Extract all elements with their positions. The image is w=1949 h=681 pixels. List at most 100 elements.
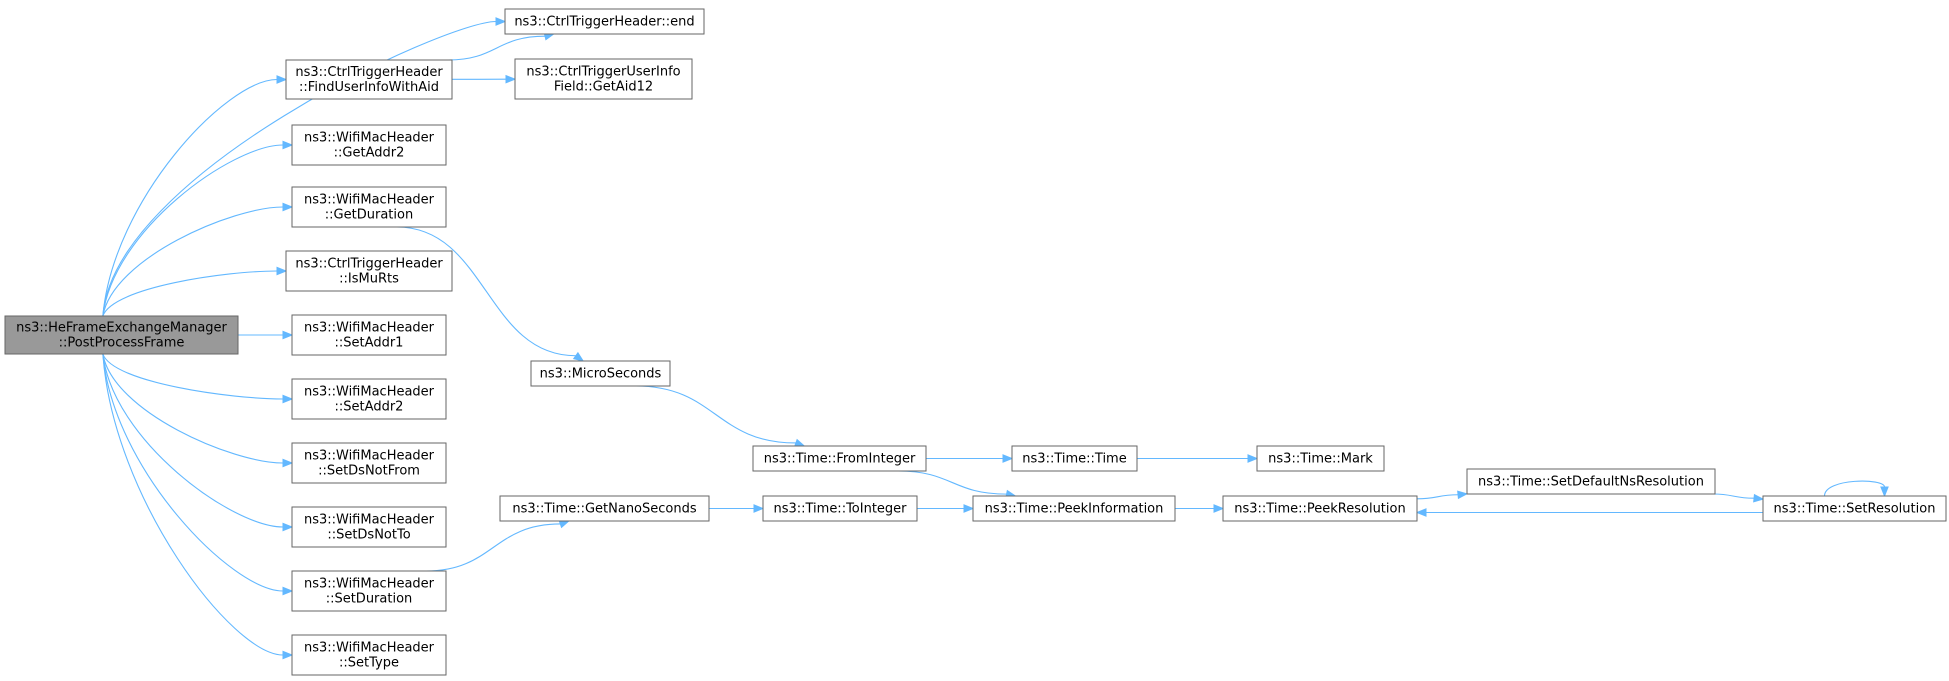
edge-root-to-set_type	[102, 353, 294, 660]
edge-root-to-set_duration	[102, 353, 294, 596]
node-set_addr2[interactable]: ns3::WifiMacHeader::SetAddr2	[291, 378, 447, 420]
node-box[interactable]	[291, 570, 447, 612]
edge-line	[102, 353, 284, 592]
edge-line	[102, 353, 284, 528]
node-label: ns3::CtrlTriggerHeader::end	[514, 15, 694, 30]
node-set_default_ns[interactable]: ns3::Time::SetDefaultNsResolution	[1466, 468, 1716, 495]
node-peek_information[interactable]: ns3::Time::PeekInformation	[972, 495, 1176, 522]
node-get_nanoseconds[interactable]: ns3::Time::GetNanoSeconds	[499, 495, 710, 522]
node-set_dsnotto[interactable]: ns3::WifiMacHeader::SetDsNotTo	[291, 506, 447, 548]
node-is_murts[interactable]: ns3::CtrlTriggerHeader::IsMuRts	[285, 250, 453, 292]
edge-set_resolution-to-peek_resolution	[1415, 508, 1763, 517]
node-box[interactable]	[530, 360, 671, 387]
node-box[interactable]	[1222, 495, 1418, 522]
node-box[interactable]	[972, 495, 1176, 522]
node-label: ns3::Time::Time	[1022, 452, 1126, 467]
edge-line	[1712, 493, 1755, 499]
node-box[interactable]	[1256, 445, 1385, 472]
node-label: ::SetDsNotFrom	[318, 464, 420, 479]
node-label: ns3::Time::SetResolution	[1774, 502, 1936, 517]
edge-get_nanoseconds-to-to_integer	[708, 504, 765, 513]
node-label: ns3::WifiMacHeader	[304, 577, 435, 592]
node-time_mark[interactable]: ns3::Time::Mark	[1256, 445, 1385, 472]
edge-line	[396, 226, 576, 357]
edge-set_default_ns-to-set_resolution	[1712, 493, 1765, 503]
node-label: ::SetAddr2	[335, 400, 404, 415]
node-label: ::SetAddr1	[335, 336, 404, 351]
node-ctrl_end[interactable]: ns3::CtrlTriggerHeader::end	[504, 8, 705, 35]
edge-arrowhead	[282, 330, 294, 340]
node-label: ns3::Time::PeekInformation	[985, 502, 1164, 517]
edge-line	[102, 353, 284, 400]
node-box[interactable]	[291, 378, 447, 420]
node-set_resolution[interactable]: ns3::Time::SetResolution	[1762, 495, 1947, 522]
node-label: ns3::WifiMacHeader	[304, 641, 435, 656]
node-box[interactable]	[291, 506, 447, 548]
node-label: ns3::MicroSeconds	[540, 367, 662, 382]
node-box[interactable]	[291, 634, 447, 676]
edge-line	[102, 206, 284, 317]
node-label: ns3::Time::ToInteger	[773, 502, 907, 517]
edge-root-to-set_addr1	[238, 330, 294, 340]
node-get_addr2[interactable]: ns3::WifiMacHeader::GetAddr2	[291, 124, 447, 166]
node-box[interactable]	[285, 250, 453, 292]
node-set_addr1[interactable]: ns3::WifiMacHeader::SetAddr1	[291, 314, 447, 356]
edge-from_integer-to-time_time	[926, 454, 1014, 463]
node-label: ns3::Time::SetDefaultNsResolution	[1478, 475, 1704, 490]
node-to_integer[interactable]: ns3::Time::ToInteger	[762, 495, 918, 522]
edge-line	[102, 144, 284, 317]
edge-arrowhead	[1247, 454, 1259, 463]
node-box[interactable]	[291, 314, 447, 356]
node-label: ns3::CtrlTriggerHeader	[295, 65, 443, 80]
node-label: ns3::WifiMacHeader	[304, 449, 435, 464]
node-box[interactable]	[504, 8, 705, 35]
edge-line	[635, 385, 796, 444]
edge-arrowhead	[1753, 493, 1765, 503]
edge-set_resolution-to-set_resolution	[1823, 480, 1889, 498]
node-box[interactable]	[499, 495, 710, 522]
node-label: ::PostProcessFrame	[59, 336, 185, 351]
edge-arrowhead	[753, 504, 765, 513]
node-box[interactable]	[1762, 495, 1947, 522]
node-set_dsnotfrom[interactable]: ns3::WifiMacHeader::SetDsNotFrom	[291, 442, 447, 484]
node-microseconds[interactable]: ns3::MicroSeconds	[530, 360, 671, 387]
node-box[interactable]	[291, 186, 447, 228]
edge-get_duration-to-microseconds	[396, 226, 585, 362]
node-get_duration[interactable]: ns3::WifiMacHeader::GetDuration	[291, 186, 447, 228]
node-box[interactable]	[1466, 468, 1716, 495]
node-set_type[interactable]: ns3::WifiMacHeader::SetType	[291, 634, 447, 676]
edge-root-to-find_user	[102, 75, 288, 317]
node-label: Field::GetAid12	[554, 80, 653, 95]
edge-peek_resolution-to-set_default_ns	[1416, 490, 1469, 500]
edge-set_duration-to-get_nanoseconds	[426, 520, 571, 572]
node-time_time[interactable]: ns3::Time::Time	[1011, 445, 1138, 472]
node-box[interactable]	[291, 442, 447, 484]
edge-line	[898, 470, 1007, 495]
node-box[interactable]	[285, 59, 453, 100]
node-box[interactable]	[4, 315, 239, 355]
node-box[interactable]	[762, 495, 918, 522]
node-box[interactable]	[752, 445, 927, 472]
node-peek_resolution[interactable]: ns3::Time::PeekResolution	[1222, 495, 1418, 522]
edge-arrowhead	[276, 75, 288, 84]
edge-line	[102, 353, 284, 656]
node-box[interactable]	[291, 124, 447, 166]
edge-line	[448, 35, 546, 61]
edge-line	[1416, 494, 1459, 500]
edge-arrowhead	[276, 266, 288, 276]
node-label: ns3::WifiMacHeader	[304, 321, 435, 336]
node-from_integer[interactable]: ns3::Time::FromInteger	[752, 445, 927, 472]
edge-arrowhead	[1213, 504, 1225, 513]
edge-arrowhead	[282, 650, 294, 660]
edge-root-to-set_dsnotfrom	[102, 353, 294, 468]
node-box[interactable]	[1011, 445, 1138, 472]
node-label: ::SetType	[339, 656, 399, 671]
edge-line	[426, 523, 561, 572]
node-set_duration[interactable]: ns3::WifiMacHeader::SetDuration	[291, 570, 447, 612]
edge-line	[1823, 480, 1886, 497]
node-box[interactable]	[514, 58, 693, 100]
edge-from_integer-to-peek_information	[898, 470, 1017, 499]
node-root[interactable]: ns3::HeFrameExchangeManager::PostProcess…	[4, 315, 239, 355]
node-find_user[interactable]: ns3::CtrlTriggerHeader::FindUserInfoWith…	[285, 59, 453, 100]
